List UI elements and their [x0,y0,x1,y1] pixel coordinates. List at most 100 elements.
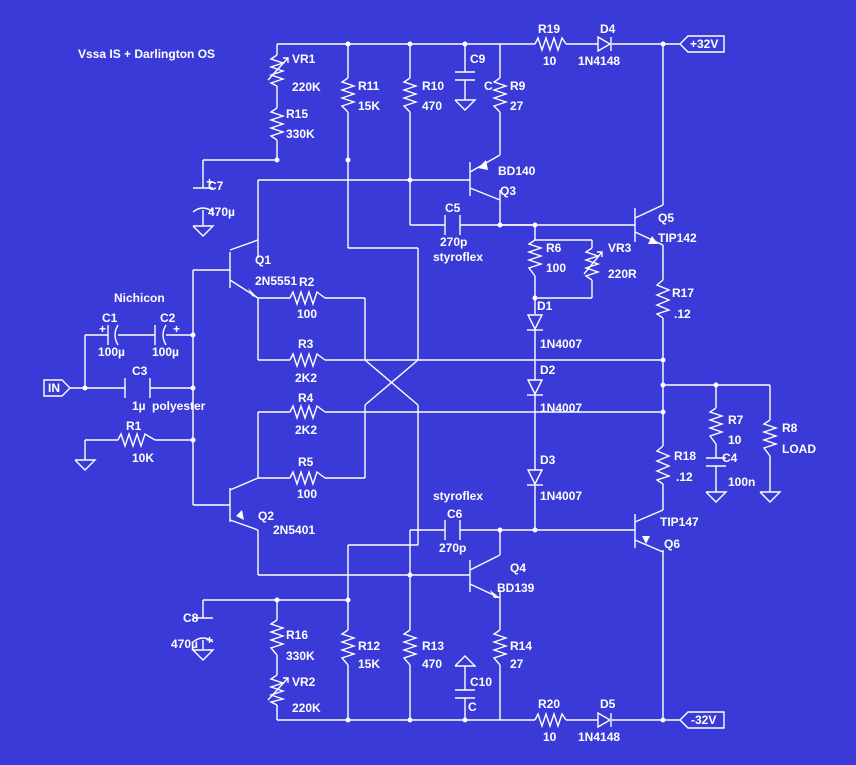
d2-name: D2 [540,363,556,377]
r18-name: R18 [674,449,696,463]
c3-value: 1µ [132,399,146,413]
d4-value: 1N4148 [578,54,620,68]
diagram-title: Vssa IS + Darlington OS [78,47,215,61]
svg-text:+: + [173,322,180,336]
c8-value: 470µ [171,637,198,651]
r11-value: 15K [358,99,380,113]
q1-type: 2N5551 [255,274,297,288]
c4-name: C4 [722,451,738,465]
svg-text:+: + [206,175,213,189]
r9-name: R9 [510,79,526,93]
svg-text:+: + [206,633,213,647]
c8-name: C8 [183,611,199,625]
r12-name: R12 [358,639,380,653]
r7-value: 10 [728,433,742,447]
diodes [526,35,612,729]
q4-type: BD139 [497,581,535,595]
r3-value: 2K2 [295,371,317,385]
q6-name: Q6 [664,537,680,551]
r13-name: R13 [422,639,444,653]
r16-name: R16 [286,628,308,642]
q5-type: TIP142 [658,231,697,245]
d1-name: D1 [537,299,553,313]
c9-name: C9 [470,52,486,66]
r11-name: R11 [358,79,380,93]
d5-name: D5 [600,697,616,711]
r2-name: R2 [299,275,315,289]
r1-name: R1 [126,419,142,433]
d3-value: 1N4007 [540,489,582,503]
q1-name: Q1 [255,253,271,267]
transistor-arrows [236,160,658,598]
labels: Vssa IS + Darlington OS VR1 220K R15 330… [78,22,816,744]
r13-value: 470 [422,657,442,671]
d3-name: D3 [540,453,556,467]
r20-value: 10 [543,730,557,744]
vr3-value: 220R [608,267,637,281]
q2-type: 2N5401 [273,523,315,537]
c6-value: 270p [439,541,466,555]
polarity-marks: + + + + [99,175,213,647]
r15-name: R15 [286,107,308,121]
r10-value: 470 [422,99,442,113]
label-input: IN [48,381,60,395]
c1-name: C1 [102,311,118,325]
label-neg-rail: -32V [691,713,716,727]
c10-value: C [468,700,477,714]
d2-value: 1N4007 [540,401,582,415]
q5-name: Q5 [658,211,674,225]
r5-value: 100 [297,487,317,501]
r10-name: R10 [422,79,444,93]
c5-type: styroflex [433,250,483,264]
vr1-value: 220K [292,80,321,94]
c2-name: C2 [160,311,176,325]
ground-symbols [74,99,782,667]
q2-name: Q2 [258,509,274,523]
vr2-name: VR2 [292,675,316,689]
d1-value: 1N4007 [540,337,582,351]
r20-name: R20 [538,697,560,711]
terminal-pos: +32V [679,35,725,53]
c7-name: C7 [208,179,224,193]
vr3-name: VR3 [608,241,632,255]
c6-name: C6 [447,507,463,521]
r19-value: 10 [543,54,557,68]
r6-value: 100 [546,261,566,275]
r6-name: R6 [546,241,562,255]
nichicon-label: Nichicon [114,291,165,305]
capacitors [107,71,726,699]
q3-type: BD140 [498,164,536,178]
c2-value: 100µ [152,345,179,359]
r8-name: R8 [782,421,798,435]
c10-name: C10 [470,675,492,689]
r3-name: R3 [298,337,314,351]
r4-value: 2K2 [295,423,317,437]
label-pos-rail: +32V [690,37,718,51]
r18-value: .12 [676,470,693,484]
r17-name: R17 [672,286,694,300]
r12-value: 15K [358,657,380,671]
r1-value: 10K [132,451,154,465]
r19-name: R19 [538,22,560,36]
r7-name: R7 [728,413,744,427]
c5-value: 270p [440,235,467,249]
r2-value: 100 [297,307,317,321]
d5-value: 1N4148 [578,730,620,744]
r5-name: R5 [298,455,314,469]
r9-value: 27 [510,99,524,113]
c4-value: 100n [728,475,755,489]
vr2-value: 220K [292,701,321,715]
c6-type: styroflex [433,489,483,503]
q6-type: TIP147 [660,515,699,529]
r8-value: LOAD [782,442,816,456]
c9-value: C [484,79,493,93]
svg-text:+: + [99,322,106,336]
q3-name: Q3 [500,184,516,198]
c3-type: polyester [152,399,206,413]
r17-value: .12 [674,307,691,321]
d4-name: D4 [600,22,616,36]
q4-name: Q4 [510,561,526,575]
r16-value: 330K [286,649,315,663]
